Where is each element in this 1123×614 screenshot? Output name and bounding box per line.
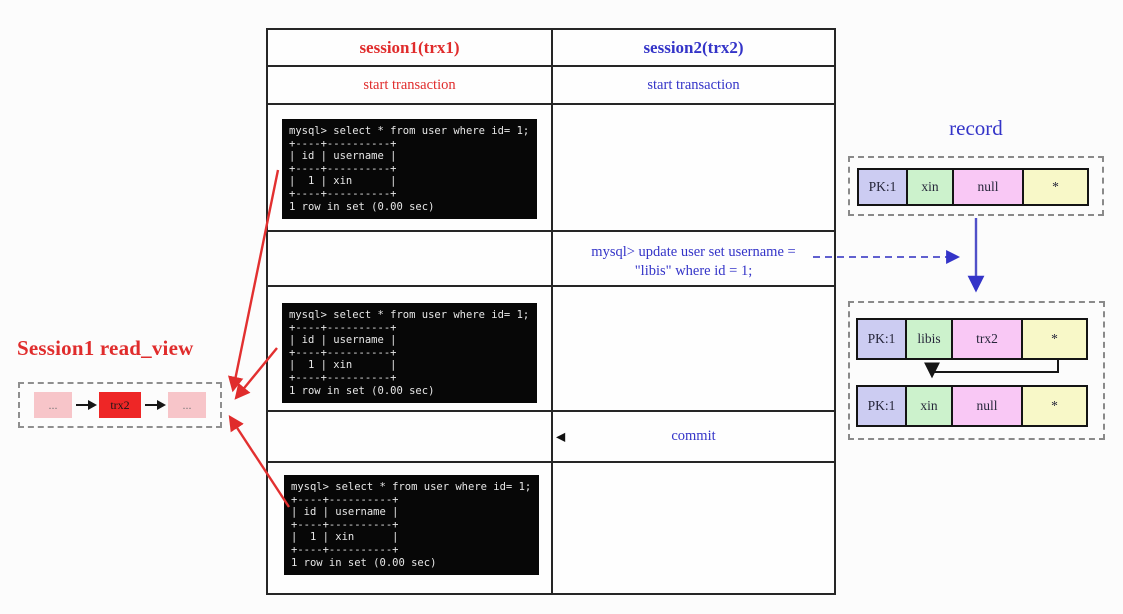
record-cell-username: xin: [906, 168, 954, 206]
record-cell-pk: PK:1: [857, 168, 908, 206]
record-cell-pk: PK:1: [856, 385, 907, 427]
record-current-row: PK:1 xin null *: [857, 168, 1089, 206]
update-statement-line2: "libis" where id = 1;: [634, 263, 753, 279]
record-new-version-row: PK:1 libis trx2 *: [856, 318, 1088, 360]
record-cell-trxid: null: [951, 385, 1023, 427]
commit-cell: ◀ commit: [553, 412, 834, 463]
left-arrowhead-icon: ◀: [556, 428, 566, 443]
arrow-right-icon: [76, 400, 97, 410]
record-old-version-row: PK:1 xin null *: [856, 385, 1088, 427]
start-transaction-session2: start transaction: [553, 67, 834, 105]
empty-cell: [553, 287, 834, 412]
update-statement-cell: mysql> update user set username = "libis…: [553, 232, 834, 287]
readview-box: ... trx2 ...: [18, 382, 222, 428]
readview-node-next: ...: [168, 392, 206, 418]
empty-cell: [553, 105, 834, 232]
record-cell-pk: PK:1: [856, 318, 907, 360]
empty-cell: [268, 412, 553, 463]
record-cell-username: xin: [905, 385, 953, 427]
mysql-terminal-select1: mysql> select * from user where id= 1; +…: [282, 119, 538, 220]
select3-cell: mysql> select * from user where id= 1; +…: [268, 463, 553, 593]
record-cell-rollptr: *: [1022, 168, 1089, 206]
commit-label: commit: [671, 428, 716, 444]
record-cell-rollptr: *: [1021, 385, 1088, 427]
header-session2: session2(trx2): [553, 30, 834, 67]
transaction-table: session1(trx1) session2(trx2) start tran…: [266, 28, 836, 595]
select2-cell: mysql> select * from user where id= 1; +…: [268, 287, 553, 412]
record-current-box: PK:1 xin null *: [848, 156, 1104, 216]
select1-cell: mysql> select * from user where id= 1; +…: [268, 105, 553, 232]
arrow-right-icon: [145, 400, 166, 410]
readview-title: Session1 read_view: [17, 336, 194, 360]
record-cell-rollptr: *: [1021, 318, 1088, 360]
empty-cell: [268, 232, 553, 287]
mysql-terminal-select2: mysql> select * from user where id= 1; +…: [282, 303, 538, 404]
readview-node-prev: ...: [34, 392, 72, 418]
mysql-terminal-select3: mysql> select * from user where id= 1; +…: [284, 475, 540, 576]
readview-node-trx2: trx2: [99, 392, 141, 418]
record-cell-trxid: trx2: [951, 318, 1023, 360]
empty-cell: [553, 463, 834, 593]
record-title: record: [949, 116, 1003, 140]
record-version-box: PK:1 libis trx2 * PK:1 xin null *: [848, 301, 1105, 440]
record-cell-trxid: null: [952, 168, 1024, 206]
record-cell-username: libis: [905, 318, 953, 360]
update-statement-line1: mysql> update user set username =: [591, 244, 796, 260]
start-transaction-session1: start transaction: [268, 67, 553, 105]
header-session1: session1(trx1): [268, 30, 553, 67]
